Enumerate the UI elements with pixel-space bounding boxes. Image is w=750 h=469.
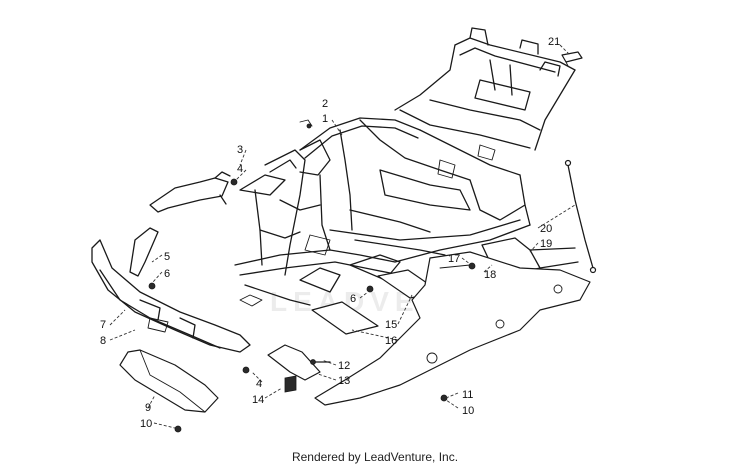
part-11-skid-plate[interactable] [314,251,591,406]
callout-16: 16 [385,335,397,347]
leader-lines [109,44,576,429]
callout-4b: 4 [256,378,262,390]
part-7-front-bumper[interactable] [91,239,251,353]
callout-7: 7 [100,319,106,331]
callout-17: 17 [448,253,460,265]
part-3-front-bracket[interactable] [149,171,231,213]
part-20-rod[interactable] [564,159,597,274]
callout-12: 12 [338,360,350,372]
part-12-bolt[interactable] [310,359,331,365]
part-6-screw-center[interactable] [366,285,374,293]
callout-10a: 10 [140,418,152,430]
callout-1: 1 [322,113,328,125]
callout-21: 21 [548,36,560,48]
part-16-skid-bar[interactable] [311,301,379,335]
callout-2: 2 [322,98,328,110]
part-1-2-fastener[interactable] [299,119,313,129]
callout-20: 20 [540,223,552,235]
part-4-nut-lower[interactable] [242,366,250,374]
part-10-screw-front[interactable] [174,425,182,433]
part-5-bracket[interactable] [129,227,159,277]
part-9-front-skid[interactable] [119,349,219,413]
part-17-bolt[interactable] [468,262,476,270]
callout-13: 13 [338,375,350,387]
callout-19: 19 [540,238,552,250]
part-14-clip[interactable] [284,375,297,393]
callout-15: 15 [385,319,397,331]
callout-14: 14 [252,394,264,406]
callout-6b: 6 [350,293,356,305]
callout-11: 11 [462,389,473,401]
callout-6a: 6 [164,268,170,280]
callout-8: 8 [100,335,106,347]
callout-18: 18 [484,269,496,281]
footer-credit: Rendered by LeadVenture, Inc. [291,450,459,464]
callout-3: 3 [237,144,243,156]
callout-numbers: 2 1 3 4 5 6 7 8 9 10 4 14 12 13 6 15 16 … [100,36,560,430]
part-4-nut-upper[interactable] [230,178,238,186]
callout-10b: 10 [462,405,474,417]
callout-9: 9 [145,402,151,414]
callout-4a: 4 [237,163,243,175]
part-13-bracket[interactable] [267,344,321,381]
part-6-screw-left[interactable] [148,282,156,290]
callout-5: 5 [164,251,170,263]
main-frame[interactable] [234,27,576,307]
part-21-bracket[interactable] [561,51,583,67]
